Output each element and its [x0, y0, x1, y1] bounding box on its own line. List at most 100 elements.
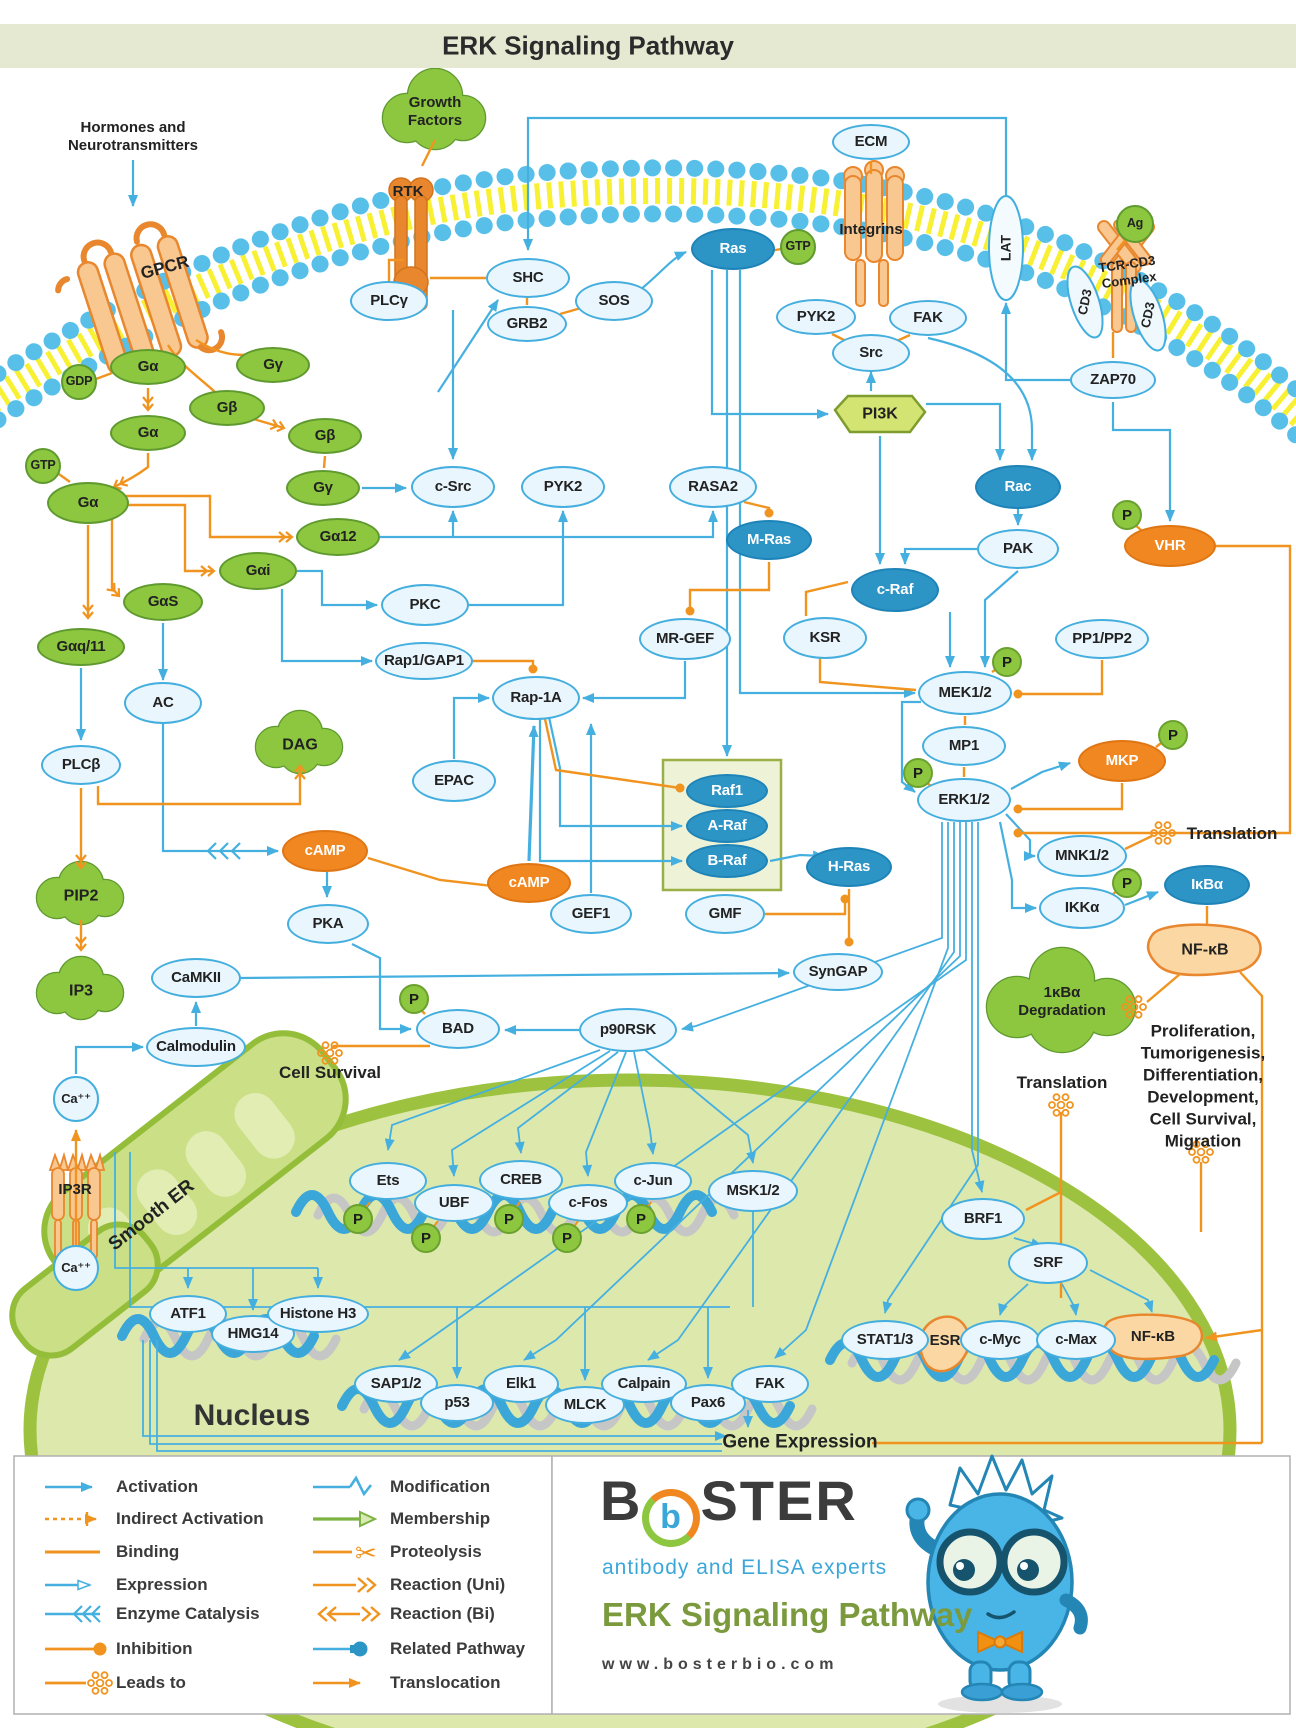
node-a-raf: A-Raf	[686, 809, 768, 843]
label-cell-survival: Cell Survival	[278, 1062, 382, 1082]
legend-enzyme-catalysis: Enzyme Catalysis	[116, 1604, 260, 1623]
node-fak-top: FAK	[889, 300, 967, 336]
cloud-ikba-degradation	[985, 946, 1137, 1054]
page-title: ERK Signaling Pathway	[442, 30, 734, 61]
node-pyk2-mid: PYK2	[521, 466, 605, 508]
legend-box	[13, 1455, 553, 1715]
node-ksr: KSR	[783, 617, 867, 659]
nfkb-cyto-blob	[1146, 923, 1262, 977]
node-calmodulin: Calmodulin	[146, 1027, 246, 1067]
pi3k-shape	[833, 394, 927, 434]
node-ac: AC	[124, 682, 202, 724]
legend-membership: Membership	[390, 1509, 491, 1528]
node-ikba: IκBα	[1164, 865, 1250, 905]
phospho-badge-ikka: P	[1112, 868, 1142, 898]
label-rtk: RTK	[392, 183, 424, 200]
legend-indirect-activation: Indirect Activation	[116, 1509, 264, 1528]
phospho-badge-creb: P	[494, 1204, 524, 1234]
brand-pathway-title: ERK Signaling Pathway	[602, 1596, 973, 1633]
node-camp-center: cAMP	[487, 863, 571, 903]
legend-proteolysis: Proteolysis	[390, 1542, 482, 1561]
node-zap70: ZAP70	[1070, 361, 1156, 399]
node-msk12: MSK1/2	[708, 1170, 798, 1212]
phospho-badge-cjun: P	[626, 1204, 656, 1234]
legend-reaction-uni: Reaction (Uni)	[390, 1575, 506, 1594]
label-growth-factors: Growth Factors	[407, 94, 463, 129]
node-c-max: c-Max	[1036, 1320, 1116, 1360]
node-histone-h3: Histone H3	[267, 1295, 369, 1333]
edges-erk-bundle	[114, 822, 1154, 1452]
header-bar	[0, 24, 1296, 68]
label-nfkb-cyto: NF-κB	[1181, 941, 1229, 959]
edges-activation	[74, 116, 1175, 1074]
node-m-ras: M-Ras	[726, 520, 812, 560]
legend-translocation: Translocation	[390, 1673, 501, 1692]
node-ag: Ag	[1116, 205, 1154, 243]
legend-modification: Modification	[390, 1477, 491, 1496]
label-nucleus: Nucleus	[193, 1399, 311, 1432]
phospho-badge-ets: P	[343, 1204, 373, 1234]
node-gtp-ras: GTP	[780, 229, 816, 265]
node-elk1: Elk1	[483, 1365, 559, 1403]
scissors-icon: ✂	[355, 1538, 377, 1568]
label-translation-center: Translation	[1016, 1072, 1108, 1092]
brand-url: www.bosterbio.com	[602, 1656, 839, 1673]
logo-suffix: STER	[700, 1469, 858, 1532]
legend-activation: Activation	[116, 1477, 199, 1496]
node-pax6: Pax6	[670, 1384, 746, 1422]
node-ca2: Ca⁺⁺	[53, 1245, 99, 1291]
node-srf: SRF	[1008, 1242, 1088, 1284]
node-b-raf: B-Raf	[686, 844, 768, 878]
cd3-shapes	[1066, 265, 1167, 352]
label-hormones: Hormones and Neurotransmitters	[67, 119, 199, 154]
label-translation-right: Translation	[1186, 823, 1278, 843]
node-pyk2-top: PYK2	[776, 299, 856, 335]
node-ca1: Ca⁺⁺	[53, 1076, 99, 1122]
node-gas: GαS	[123, 583, 203, 621]
label-nfkb-nuc: NF-κB	[1130, 1328, 1176, 1345]
node-gb2: Gβ	[288, 418, 362, 454]
node-ikka: IKKα	[1039, 887, 1125, 929]
smooth-er-shape	[9, 1030, 349, 1359]
node-ubf: UBF	[414, 1184, 494, 1222]
legend-symbols: ✂	[45, 1475, 381, 1695]
node-ga1: Gα	[110, 349, 186, 385]
node-rap1gap1: Rap1/GAP1	[375, 642, 473, 680]
label-ip3: IP3	[68, 982, 94, 1000]
phospho-badge-ubf: P	[411, 1223, 441, 1253]
node-pp1pp2: PP1/PP2	[1055, 619, 1149, 659]
phospho-badge-mkp: P	[1158, 720, 1188, 750]
node-c-jun: c-Jun	[614, 1162, 692, 1200]
gpcr-receptor	[55, 221, 226, 379]
node-brf1: BRF1	[941, 1198, 1025, 1240]
label-pip2: PIP2	[63, 887, 99, 905]
node-gtp-ga: GTP	[25, 448, 61, 484]
node-epac: EPAC	[412, 760, 496, 802]
phospho-badge-cfos: P	[552, 1223, 582, 1253]
node-ets: Ets	[349, 1162, 427, 1200]
ip3r-receptor	[48, 1151, 106, 1259]
label-lat: LAT	[997, 234, 1014, 262]
node-mr-gef: MR-GEF	[639, 618, 731, 660]
node-vhr: VHR	[1124, 525, 1216, 567]
node-gmf: GMF	[685, 894, 765, 934]
legend-related-pathway: Related Pathway	[390, 1639, 526, 1658]
legend-inhibition: Inhibition	[116, 1639, 193, 1658]
brand-tagline: antibody and ELISA experts	[602, 1556, 888, 1579]
legend-expression: Expression	[116, 1575, 208, 1594]
node-mp1: MP1	[922, 726, 1006, 766]
logo-prefix: B	[600, 1469, 643, 1532]
node-pka: PKA	[287, 904, 369, 944]
node-gdp: GDP	[61, 364, 97, 400]
node-pak: PAK	[977, 529, 1059, 569]
node-stat13: STAT1/3	[841, 1320, 929, 1360]
node-ga2: Gα	[110, 415, 186, 451]
node-c-src: c-Src	[411, 466, 495, 508]
node-sos: SOS	[575, 281, 653, 321]
node-creb: CREB	[479, 1160, 563, 1200]
label-ikba-degradation: 1κBα Degradation	[1018, 984, 1106, 1019]
node-pkc: PKC	[381, 584, 469, 626]
label-pi3k: PI3K	[862, 405, 898, 423]
node-mek12: MEK1/2	[918, 671, 1012, 715]
